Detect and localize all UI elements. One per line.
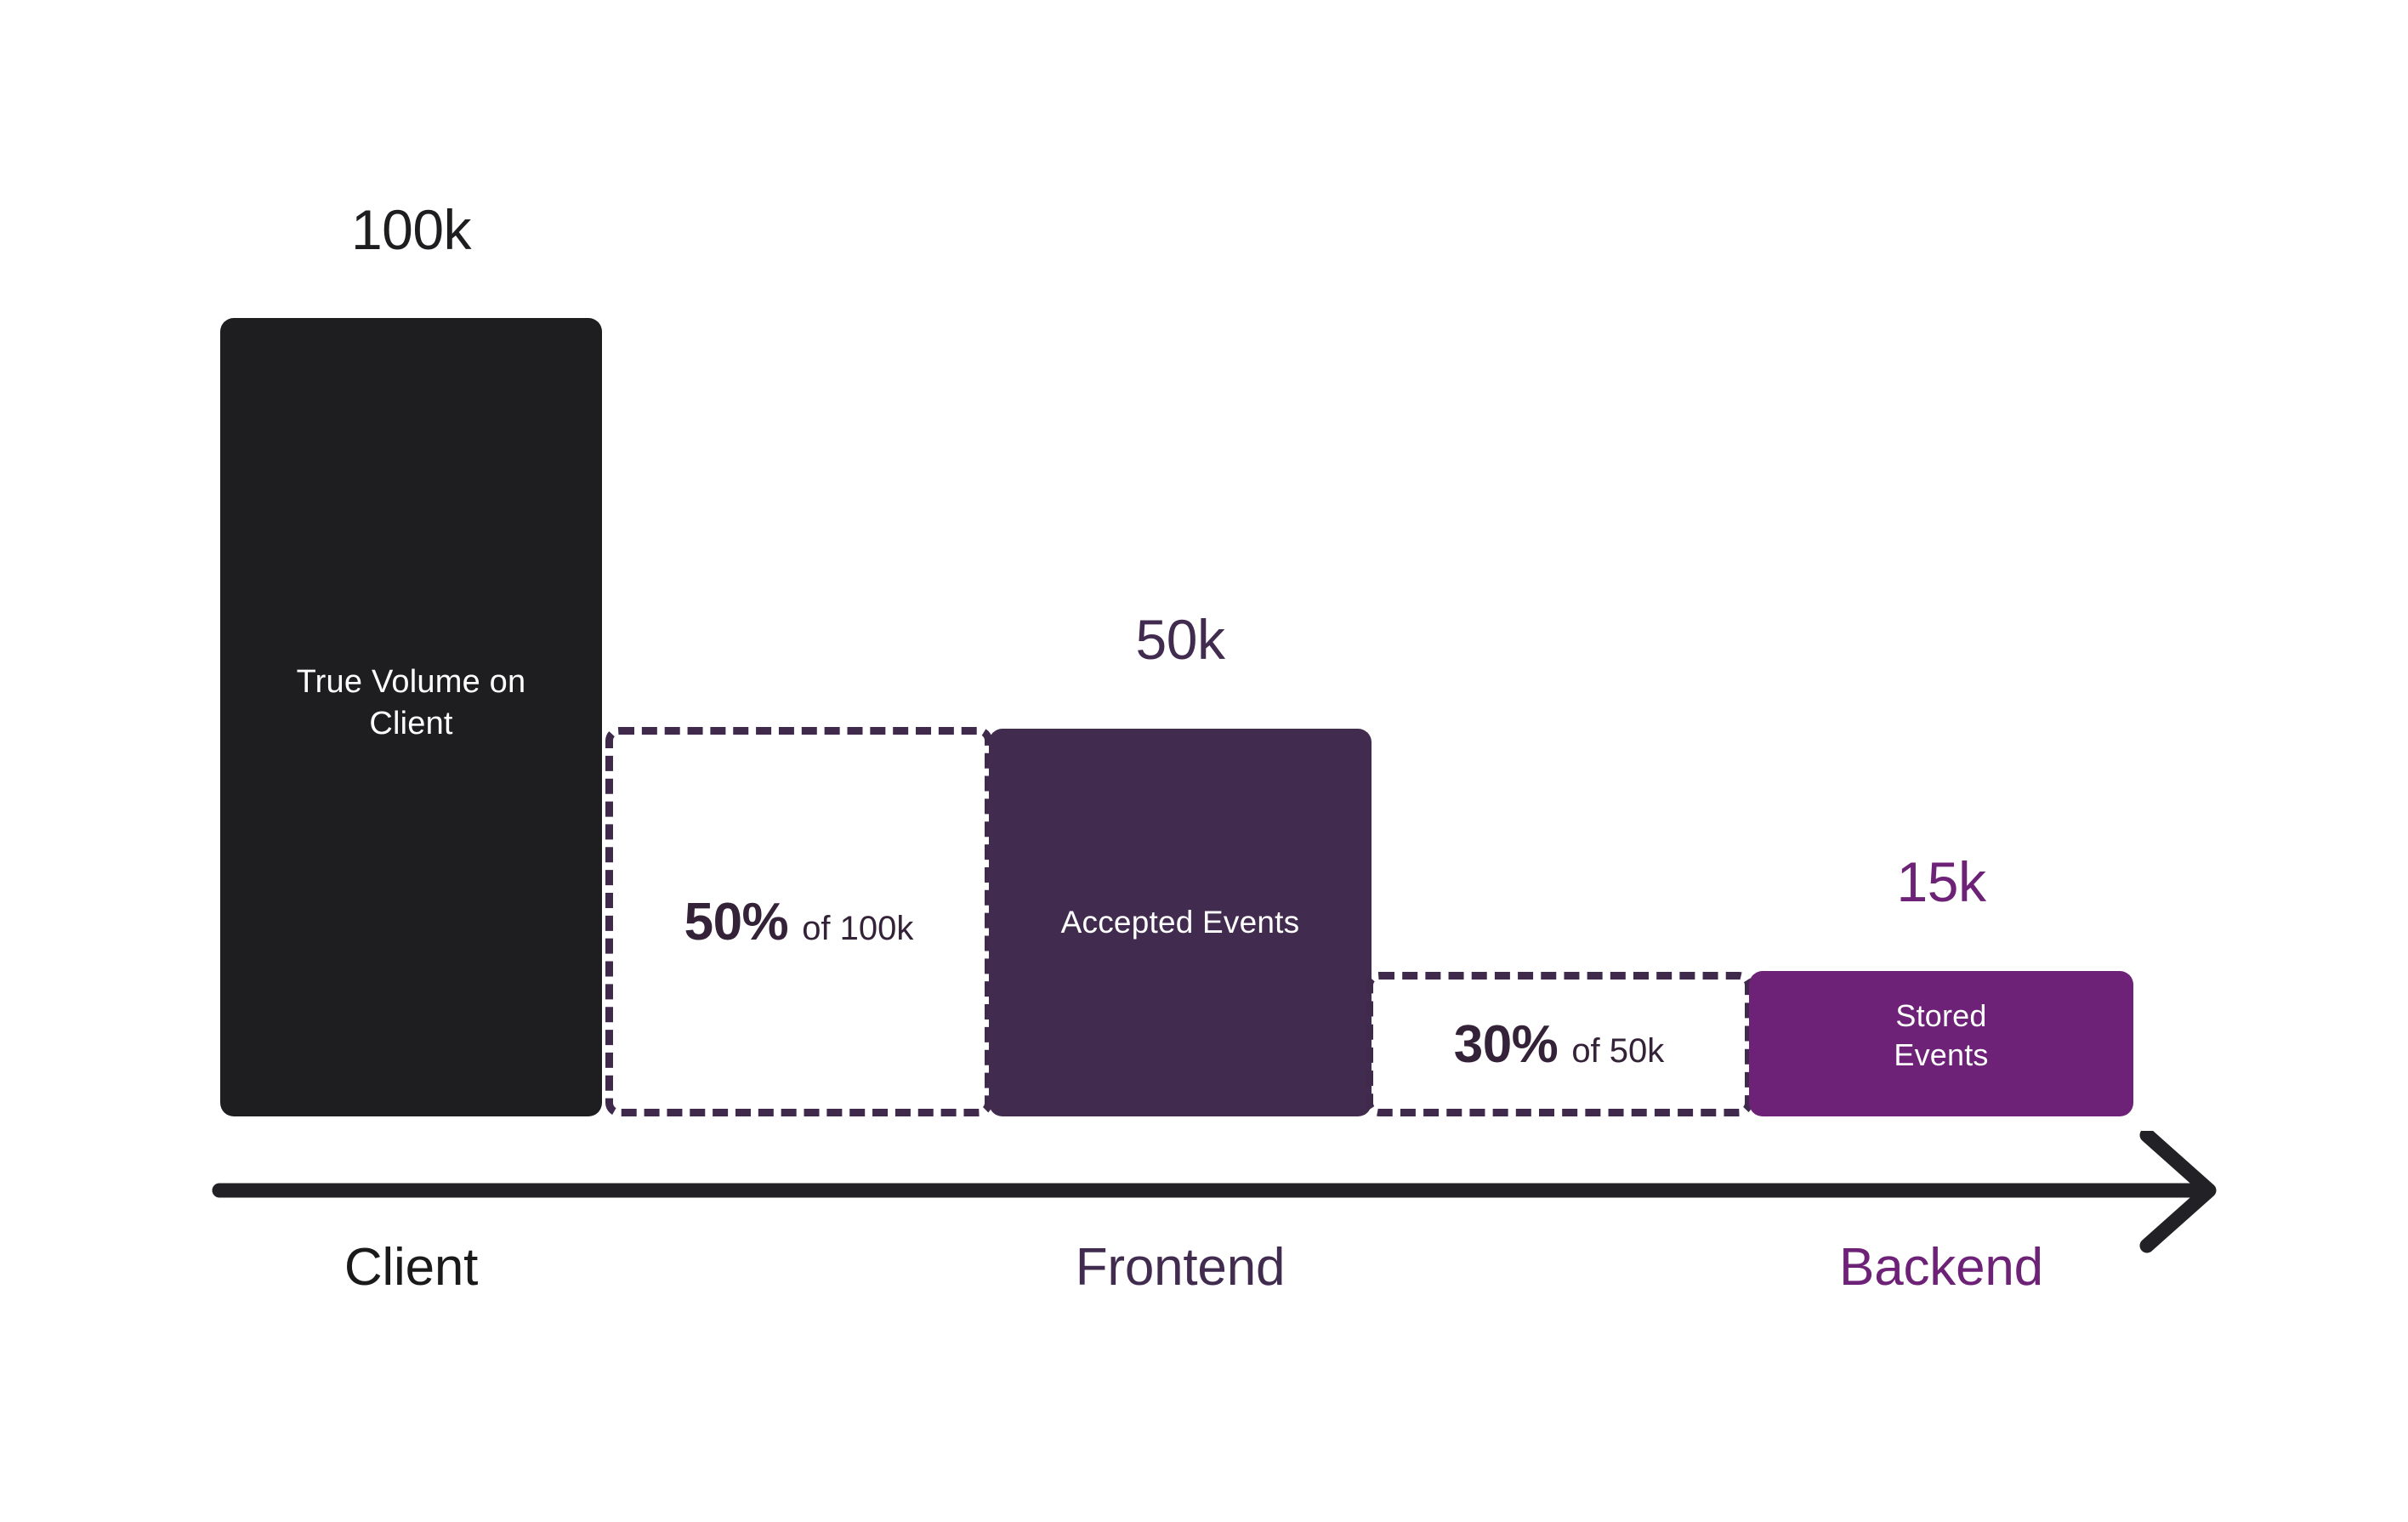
drop-of-client-to-frontend: of 100k: [802, 909, 914, 947]
axis-arrow: [212, 1131, 2217, 1253]
drop-text-client-to-frontend: 50% of 100k: [684, 892, 914, 952]
stage-label-frontend: Frontend: [1075, 1238, 1286, 1297]
drop-percent-client-to-frontend: 50%: [684, 892, 789, 951]
bar-backend: Stored Events: [1749, 971, 2133, 1116]
bar-frontend-label: Accepted Events: [1060, 905, 1300, 940]
value-label-backend: 15k: [1896, 850, 1986, 913]
bar-frontend: Accepted Events: [989, 729, 1372, 1116]
drop-text-frontend-to-backend: 30% of 50k: [1454, 1014, 1665, 1075]
drop-percent-frontend-to-backend: 30%: [1453, 1014, 1559, 1074]
bar-client-label: True Volume on Client: [296, 664, 526, 741]
drop-of-frontend-to-backend: of 50k: [1571, 1031, 1665, 1070]
stage-label-client: Client: [344, 1238, 479, 1297]
bar-backend-label: Stored Events: [1894, 998, 1989, 1073]
bar-client: True Volume on Client: [220, 318, 602, 1116]
drop-box-frontend-to-backend: 30% of 50k: [1366, 972, 1752, 1116]
drop-box-client-to-frontend: 50% of 100k: [605, 727, 992, 1116]
value-label-client: 100k: [350, 198, 472, 261]
stage-label-backend: Backend: [1839, 1238, 2043, 1297]
right-arrow-icon: [2139, 1131, 2217, 1253]
value-label-frontend: 50k: [1135, 608, 1225, 671]
